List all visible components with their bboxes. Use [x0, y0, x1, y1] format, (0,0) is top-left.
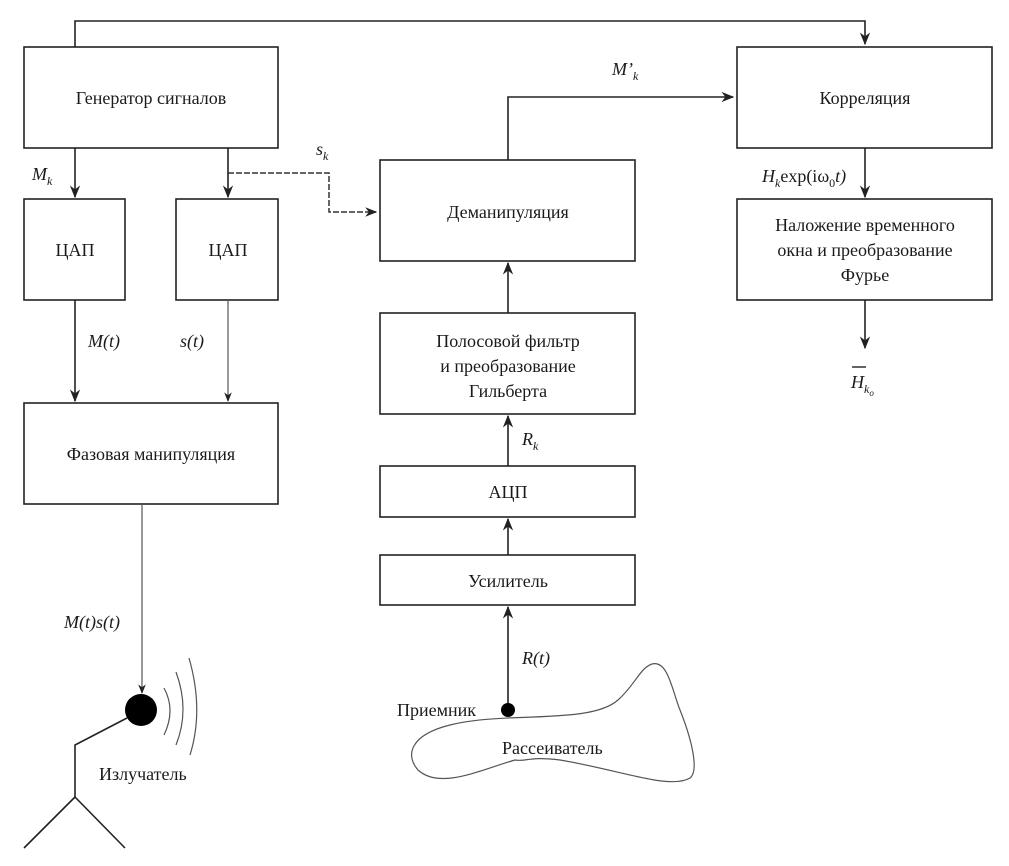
scatterer-label: Рассеиватель	[502, 738, 603, 758]
sk-dashed-line	[228, 172, 378, 217]
correlation-block	[736, 46, 993, 149]
emitter-wave-2	[175, 671, 184, 746]
receiver-label: Приемник	[397, 700, 476, 720]
emitter-wave-1	[163, 687, 171, 736]
adc-label: АЦП	[489, 482, 528, 502]
bandpass-line-1: Полосовой фильтр	[436, 331, 580, 351]
bandpass-line-3: Гильберта	[469, 381, 547, 401]
bandpass-line-2: и преобразование	[440, 356, 575, 376]
emitter-icon	[125, 694, 157, 726]
fourier-window-block	[736, 198, 993, 301]
dac2-block	[175, 198, 279, 301]
dac1-block	[23, 198, 126, 301]
phase-modulation-label: Фазовая манипуляция	[67, 444, 235, 464]
scatterer-shape	[411, 663, 695, 783]
demodulation-block	[379, 159, 636, 262]
correlation-label: Корреляция	[820, 88, 911, 108]
emitter-label: Излучатель	[99, 764, 187, 784]
generator-label: Генератор сигналов	[76, 88, 227, 108]
emitter-stand-icon	[23, 717, 128, 849]
fourier-line-2: окна и преобразование	[777, 240, 952, 260]
st-label: s(t)	[180, 331, 204, 352]
rt-label: R(t)	[521, 648, 550, 669]
adc-block	[379, 465, 636, 518]
mprime-k-arrow	[507, 91, 735, 160]
rk-label: Rk	[521, 429, 539, 453]
generator-block	[23, 46, 279, 149]
mk-label: Mk	[31, 164, 53, 188]
amplifier-label: Усилитель	[468, 571, 548, 591]
generator-to-correlation-line	[74, 20, 871, 47]
receiver-icon	[501, 703, 515, 717]
bandpass-hilbert-block	[379, 312, 636, 415]
dac2-label: ЦАП	[209, 240, 248, 260]
mt-label: M(t)	[87, 331, 120, 352]
hk-exp-label: Hkexp(iω0t)	[761, 166, 846, 190]
h-bar-label: Hko	[850, 372, 874, 398]
demodulation-label: Деманипуляция	[447, 202, 569, 222]
dac1-label: ЦАП	[56, 240, 95, 260]
mprime-k-label: M’k	[611, 59, 639, 83]
phase-modulation-block	[23, 402, 279, 505]
mtst-label: M(t)s(t)	[63, 612, 120, 633]
sk-label: sk	[316, 139, 329, 163]
fourier-line-1: Наложение временного	[775, 215, 955, 235]
amplifier-block	[379, 554, 636, 606]
emitter-wave-3	[188, 657, 198, 756]
fourier-line-3: Фурье	[841, 265, 889, 285]
